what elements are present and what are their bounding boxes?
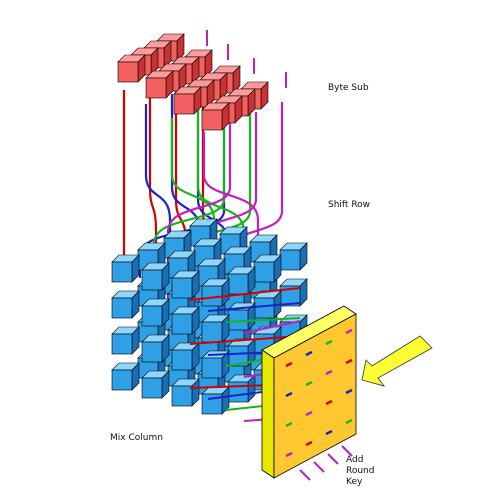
- key-byte-mark: [285, 361, 293, 368]
- key-byte-mark: [325, 429, 333, 436]
- byte-sub-cube: [145, 70, 174, 99]
- output-wire-stub: [313, 461, 325, 473]
- mix-column-cube: [201, 278, 230, 307]
- add-round-key-block: [261, 305, 433, 481]
- round-key-plate: [261, 305, 357, 479]
- shift-row-wire: [144, 104, 172, 266]
- mix-column-cube: [227, 374, 256, 403]
- cube-front: [253, 261, 275, 283]
- cube-front: [141, 341, 163, 363]
- key-byte-mark: [285, 391, 293, 398]
- key-byte-mark: [305, 380, 313, 387]
- cube-front: [117, 61, 139, 83]
- output-wire-stub: [341, 445, 353, 457]
- cube-front: [171, 349, 193, 371]
- byte-sub-cube: [173, 86, 202, 115]
- byte-sub-block: [117, 30, 287, 131]
- cube-front: [173, 93, 195, 115]
- mix-column-cube: [227, 266, 256, 295]
- cube-front: [171, 385, 193, 407]
- mix-column-cube: [171, 270, 200, 299]
- add-round-key-line-1: Add: [346, 455, 364, 465]
- mix-column-cube: [253, 254, 282, 283]
- mix-column-label: Mix Column: [110, 433, 163, 443]
- round-key-wire: [189, 287, 301, 301]
- cube-front: [201, 321, 223, 343]
- round-key-wire: [243, 320, 301, 334]
- cube-front: [279, 249, 301, 271]
- key-byte-mark: [305, 350, 313, 357]
- mix-column-cube: [201, 386, 230, 415]
- cube-front: [201, 109, 223, 131]
- shift-row-wire: [202, 132, 260, 276]
- key-byte-mark: [325, 399, 333, 406]
- round-key-wire: [207, 302, 301, 312]
- mix-column-cube: [111, 290, 140, 319]
- key-byte-mark: [345, 388, 353, 395]
- key-byte-mark: [345, 358, 353, 365]
- output-wire-stub: [327, 453, 339, 465]
- plate-edge: [261, 349, 275, 479]
- mix-column-cube: [279, 242, 308, 271]
- shift-row-wire: [152, 98, 226, 292]
- mix-column-cube: [201, 314, 230, 343]
- round-key-wire: [189, 335, 301, 345]
- mix-column-cube: [227, 338, 256, 367]
- key-byte-mark: [325, 369, 333, 376]
- shift-row-label: Shift Row: [328, 200, 371, 210]
- cube-front: [171, 313, 193, 335]
- byte-sub-cube: [117, 54, 146, 83]
- key-byte-mark: [325, 339, 333, 346]
- add-round-key-line-2: Round: [346, 466, 375, 476]
- mix-column-cube: [171, 342, 200, 371]
- shift-row-wire: [170, 118, 216, 272]
- cube-front: [253, 297, 275, 319]
- wire-layer: [122, 60, 284, 306]
- key-byte-mark: [345, 328, 353, 335]
- cube-front: [111, 261, 133, 283]
- mix-column-cube: [141, 262, 170, 291]
- shift-row-wire: [166, 122, 232, 306]
- cube-front: [141, 269, 163, 291]
- mix-column-cube: [171, 378, 200, 407]
- cube-front: [171, 277, 193, 299]
- cube-front: [111, 297, 133, 319]
- cube-front: [201, 393, 223, 415]
- cube-front: [111, 369, 133, 391]
- round-key-wire: [225, 317, 301, 323]
- byte-sub-cube: [201, 102, 230, 131]
- key-byte-mark: [305, 440, 313, 447]
- key-byte-mark: [305, 410, 313, 417]
- byte-sub-label: Byte Sub: [328, 83, 369, 93]
- mix-column-cube: [171, 306, 200, 335]
- add-round-key-arrow-icon: [361, 335, 433, 387]
- key-byte-mark: [285, 421, 293, 428]
- add-round-key-label: Add Round Key: [346, 455, 374, 488]
- mix-column-cube: [141, 298, 170, 327]
- plate-front: [273, 313, 357, 479]
- mix-column-cube: [111, 326, 140, 355]
- output-wire-stub: [299, 469, 311, 481]
- mix-column-cube: [141, 334, 170, 363]
- mix-column-cube: [111, 362, 140, 391]
- mix-column-cube: [111, 254, 140, 283]
- key-byte-mark: [285, 451, 293, 458]
- mix-column-cube: [141, 370, 170, 399]
- cube-front: [141, 305, 163, 327]
- cube-front: [111, 333, 133, 355]
- shift-row-wire: [148, 80, 158, 248]
- cube-front: [227, 273, 249, 295]
- cube-front: [145, 77, 167, 99]
- mix-column-cube: [279, 278, 308, 307]
- add-round-key-line-3: Key: [346, 477, 363, 487]
- cube-front: [201, 357, 223, 379]
- cube-front: [141, 377, 163, 399]
- key-byte-mark: [345, 418, 353, 425]
